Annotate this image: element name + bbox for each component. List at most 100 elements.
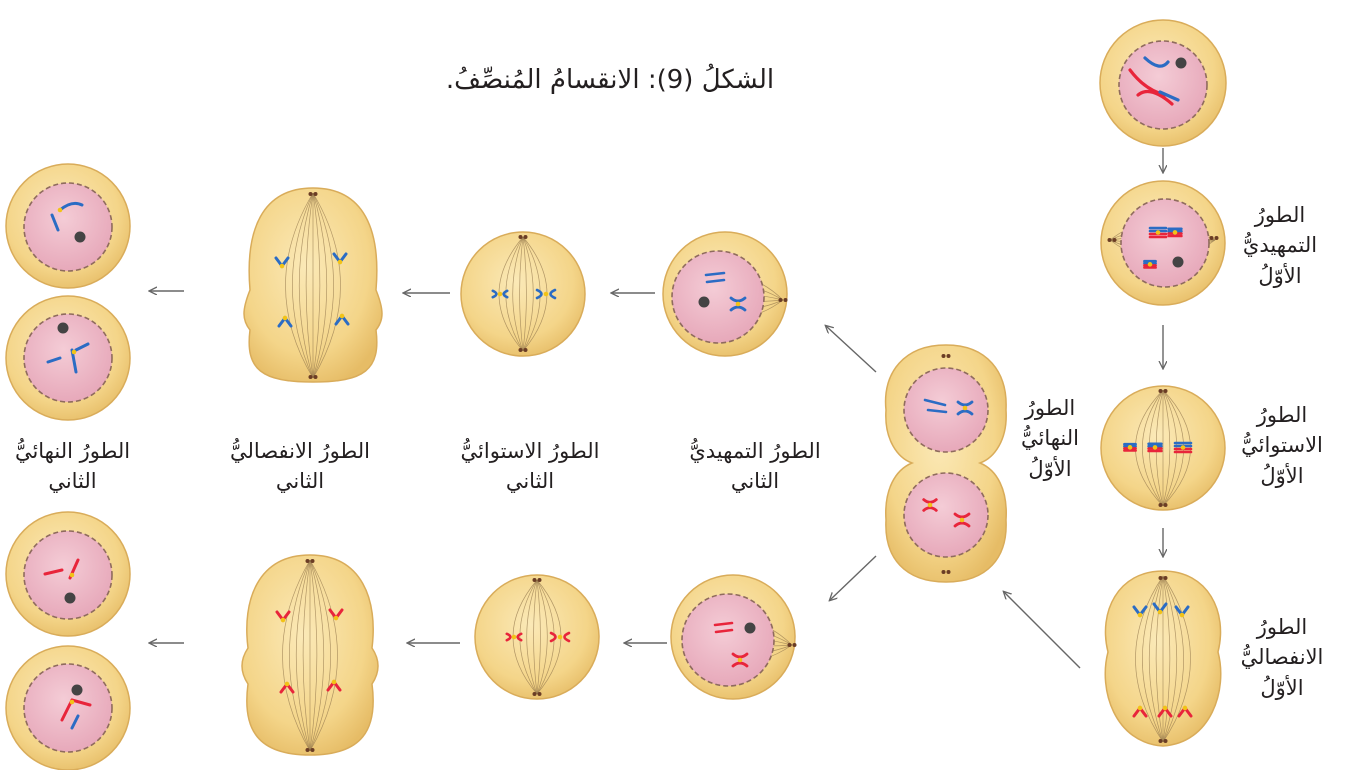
centromere bbox=[963, 406, 968, 411]
centromere bbox=[280, 264, 285, 269]
centriole bbox=[538, 578, 542, 582]
nucleolus bbox=[75, 232, 86, 243]
centriole bbox=[1108, 238, 1112, 242]
label-telophase-1: الطورُ النهائيُّ الأوّلُ bbox=[1005, 393, 1095, 484]
centriole bbox=[1159, 576, 1163, 580]
centromere bbox=[285, 682, 290, 687]
figure-caption: الشكلُ (9): الانقسامُ المُنصِّفُ. bbox=[420, 62, 800, 100]
centriole bbox=[311, 559, 315, 563]
nucleus bbox=[904, 473, 988, 557]
centriole bbox=[1164, 739, 1168, 743]
centromere bbox=[72, 350, 77, 355]
nucleus bbox=[24, 183, 112, 271]
centriole bbox=[784, 298, 788, 302]
nucleolus bbox=[65, 593, 76, 604]
label-metaphase-2: الطورُ الاستوائيُّ الثاني bbox=[430, 436, 630, 497]
cell-metaphase-2-bottom bbox=[475, 575, 599, 699]
nucleolus bbox=[1176, 58, 1187, 69]
nucleus bbox=[1121, 199, 1209, 287]
centromere bbox=[558, 635, 563, 640]
nucleolus bbox=[745, 623, 756, 634]
cell-metaphase-2-top bbox=[461, 232, 585, 356]
centromere bbox=[512, 635, 517, 640]
centriole bbox=[1113, 238, 1117, 242]
centromere bbox=[544, 292, 549, 297]
centriole bbox=[1215, 236, 1219, 240]
centriole bbox=[1164, 576, 1168, 580]
centriole bbox=[1164, 503, 1168, 507]
centriole bbox=[947, 570, 951, 574]
nucleolus bbox=[72, 685, 83, 696]
centriole bbox=[779, 298, 783, 302]
centriole bbox=[533, 578, 537, 582]
nucleus bbox=[1119, 41, 1207, 129]
centromere bbox=[338, 260, 343, 265]
cell-telophase-2-bottom-b bbox=[6, 646, 130, 770]
label-prophase-1: الطورُ التمهيديُّ الأوّلُ bbox=[1225, 200, 1335, 291]
centriole bbox=[788, 643, 792, 647]
centriole bbox=[519, 235, 523, 239]
centromere bbox=[1173, 230, 1178, 235]
centriole bbox=[947, 354, 951, 358]
cell-prophase-2-top bbox=[663, 232, 788, 356]
centriole bbox=[1159, 739, 1163, 743]
cell-interphase bbox=[1100, 20, 1226, 146]
cell-anaphase-2-bottom bbox=[242, 555, 378, 755]
nucleus bbox=[672, 251, 764, 343]
cell-telophase-2-bottom-a bbox=[6, 512, 130, 636]
centriole bbox=[1210, 236, 1214, 240]
nucleolus bbox=[699, 297, 710, 308]
cell-prophase-1 bbox=[1101, 181, 1225, 305]
centromere bbox=[498, 292, 503, 297]
centromere bbox=[1148, 262, 1153, 267]
centromere bbox=[928, 503, 933, 508]
nucleolus bbox=[1173, 257, 1184, 268]
centromere bbox=[1180, 613, 1185, 618]
cell-anaphase-2-top bbox=[244, 188, 382, 382]
centriole bbox=[309, 192, 313, 196]
cell-telophase-1 bbox=[886, 345, 1007, 582]
label-anaphase-1: الطورُ الانفصاليُّ الأوّلُ bbox=[1222, 612, 1342, 703]
centriole bbox=[1164, 389, 1168, 393]
cell-prophase-2-bottom bbox=[671, 575, 797, 699]
centriole bbox=[524, 235, 528, 239]
arrow bbox=[826, 326, 876, 372]
centromere bbox=[960, 518, 965, 523]
centriole bbox=[524, 348, 528, 352]
centromere bbox=[340, 314, 345, 319]
centromere bbox=[1163, 706, 1168, 711]
centromere bbox=[738, 658, 743, 663]
cell-telophase-2-top-a bbox=[6, 164, 130, 288]
centromere bbox=[1153, 445, 1158, 450]
label-metaphase-1: الطورُ الاستوائيُّ الأوّلُ bbox=[1222, 400, 1342, 491]
centriole bbox=[793, 643, 797, 647]
centriole bbox=[1159, 389, 1163, 393]
centromere bbox=[1158, 610, 1163, 615]
centromere bbox=[58, 208, 63, 213]
centriole bbox=[942, 354, 946, 358]
centriole bbox=[942, 570, 946, 574]
centromere bbox=[1156, 230, 1161, 235]
centriole bbox=[306, 559, 310, 563]
centromere bbox=[1128, 445, 1133, 450]
centromere bbox=[1183, 706, 1188, 711]
centromere bbox=[1138, 706, 1143, 711]
nucleolus bbox=[58, 323, 69, 334]
centromere bbox=[736, 302, 741, 307]
arrow bbox=[830, 556, 876, 600]
centriole bbox=[314, 375, 318, 379]
centromere bbox=[1138, 613, 1143, 618]
centromere bbox=[283, 316, 288, 321]
label-telophase-2: الطورُ النهائيُّ الثاني bbox=[0, 436, 145, 497]
centriole bbox=[306, 748, 310, 752]
arrow bbox=[1004, 592, 1080, 668]
centromere bbox=[334, 616, 339, 621]
centriole bbox=[519, 348, 523, 352]
nucleus bbox=[24, 531, 112, 619]
centriole bbox=[309, 375, 313, 379]
centriole bbox=[314, 192, 318, 196]
nucleus bbox=[904, 368, 988, 452]
centromere bbox=[1181, 445, 1186, 450]
label-anaphase-2: الطورُ الانفصاليُّ الثاني bbox=[200, 436, 400, 497]
